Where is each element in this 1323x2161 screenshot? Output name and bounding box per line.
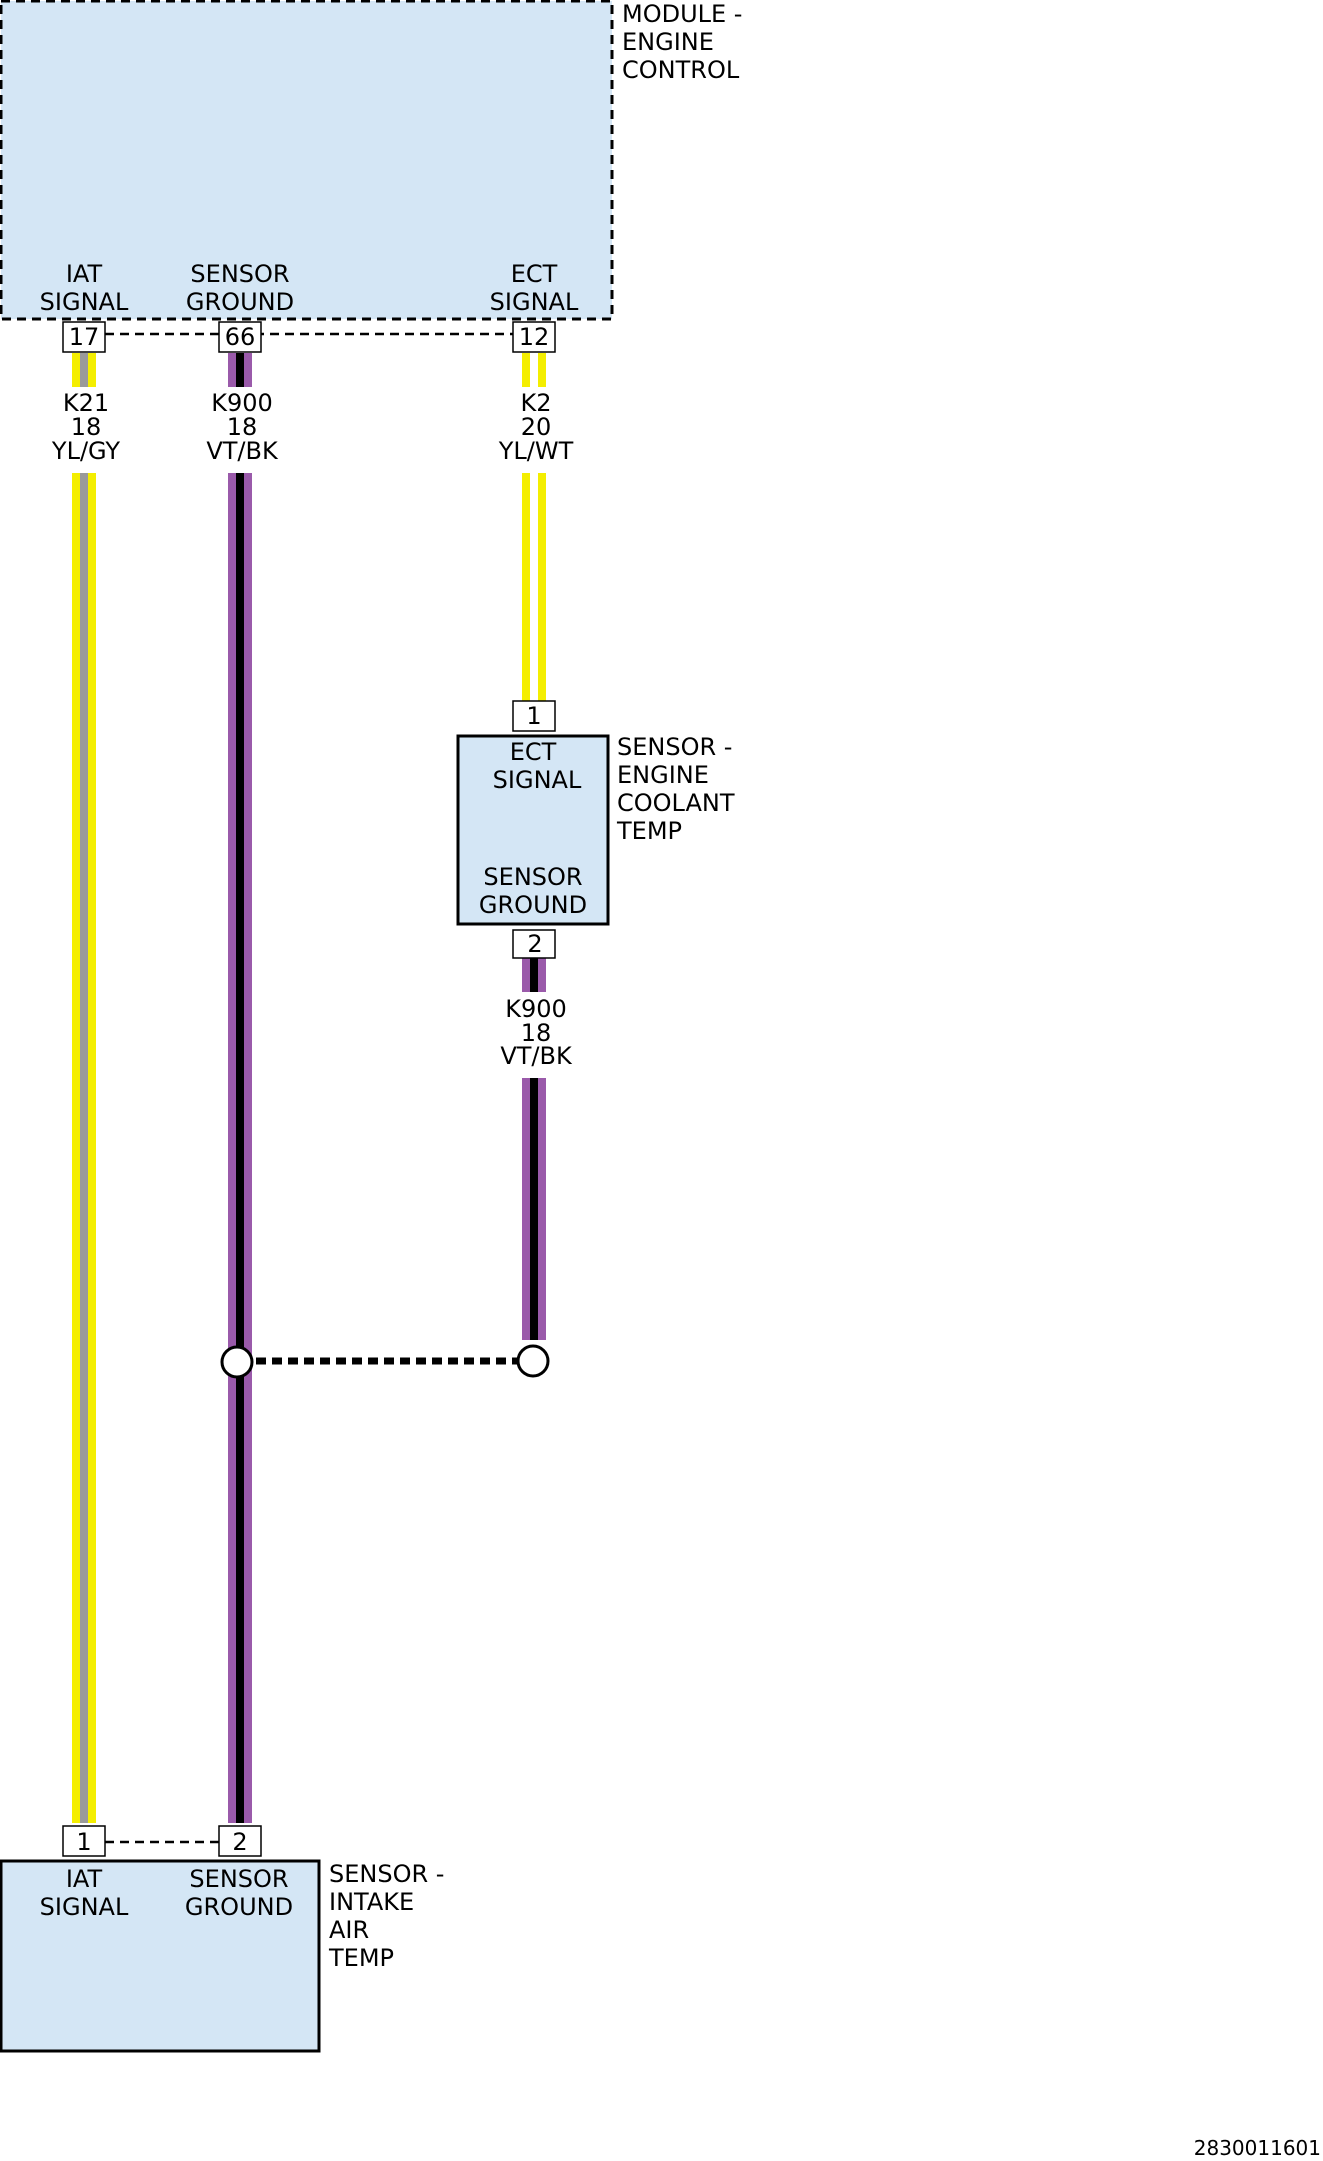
- wire-k2-color: YL/WT: [498, 437, 574, 465]
- wire-k21-circuit: K21: [63, 389, 109, 417]
- iat-sensor-pin-2-box: [218, 1825, 262, 1857]
- ecm-pin-12-number: 12: [519, 323, 550, 351]
- wire-k21-gauge: 18: [71, 413, 102, 441]
- engine-coolant-temp-sensor: 1 ECT SIGNAL SENSOR GROUND 2 SENSOR - EN…: [456, 700, 735, 959]
- wire-k900-vt-bk-main: K900 18 VT/BK: [206, 353, 279, 1823]
- ecm-pin-66-number: 66: [225, 323, 256, 351]
- ecm-pin-66-box: [218, 321, 262, 353]
- iat-sensor-title-line-4: TEMP: [328, 1944, 394, 1972]
- ecm-pin-17-box: [62, 321, 106, 353]
- wire-k900-main-gauge: 18: [227, 413, 258, 441]
- ecm-pin-12: 12: [512, 321, 556, 353]
- wire-k2-yl-wt: K2 20 YL/WT: [498, 353, 574, 701]
- iat-sensor-pin-1-label-line-1: IAT: [66, 1865, 103, 1893]
- wire-k21-color: YL/GY: [51, 437, 121, 465]
- ect-sensor-top-label-line-1: ECT: [510, 738, 557, 766]
- ecm-title-line-3: CONTROL: [622, 56, 740, 84]
- wire-k2-gauge: 20: [521, 413, 552, 441]
- wire-k21-lower-stripe: [80, 473, 88, 1823]
- ect-sensor-pin-2-number: 2: [527, 930, 542, 958]
- iat-sensor-pin-2: 2: [218, 1825, 262, 1857]
- ect-sensor-title-line-2: ENGINE: [617, 761, 709, 789]
- wire-k900-ect-color: VT/BK: [500, 1042, 573, 1070]
- wire-k21-yl-gy: K21 18 YL/GY: [51, 353, 121, 1823]
- ecm-title-line-1: MODULE -: [622, 0, 742, 28]
- iat-sensor-pin-1-box: [62, 1825, 106, 1857]
- ect-sensor-pin-1-number: 1: [526, 702, 541, 730]
- wire-k2-circuit: K2: [520, 389, 551, 417]
- wire-k900-ect-lower-stripe: [530, 1078, 538, 1340]
- ect-sensor-pin-2: 2: [512, 929, 556, 959]
- ect-sensor-pin-1-box: [512, 700, 556, 732]
- iat-sensor-body: [0, 1859, 321, 2053]
- ect-sensor-bottom-label-line-1: SENSOR: [483, 863, 582, 891]
- iat-sensor-pin-2-label-line-2: GROUND: [185, 1893, 293, 1921]
- ecm-title-line-2: ENGINE: [622, 28, 714, 56]
- ecm-pin-66: 66: [218, 321, 262, 353]
- ect-sensor-bottom-label-line-2: GROUND: [479, 891, 587, 919]
- wire-k2-lower-stripe: [530, 473, 538, 701]
- ecm-pin-12-label-line-1: ECT: [511, 260, 558, 288]
- iat-sensor-pin-1: 1: [62, 1825, 106, 1857]
- wire-k900-ect-upper-stripe: [530, 958, 538, 992]
- iat-sensor-title-line-2: INTAKE: [329, 1888, 414, 1916]
- ecm-pin-66-label-line-1: SENSOR: [190, 260, 289, 288]
- intake-air-temp-sensor: 1 2 IAT SIGNAL SENSOR GROUND SENSOR - IN…: [0, 1825, 444, 2053]
- iat-sensor-pin-1-number: 1: [76, 1828, 91, 1856]
- ecm-pin-17-number: 17: [69, 323, 100, 351]
- ecm-pin-17-label-line-1: IAT: [66, 260, 103, 288]
- ecm-pin-17: 17: [62, 321, 106, 353]
- ect-sensor-top-label-line-2: SIGNAL: [493, 766, 582, 794]
- wire-k900-ect-circuit: K900: [505, 995, 567, 1023]
- ground-splice-node-left: [220, 1345, 254, 1379]
- ecm-pin-66-label-line-2: GROUND: [186, 288, 294, 316]
- wire-k2-upper-stripe: [530, 353, 538, 387]
- iat-sensor-pin-1-label-line-2: SIGNAL: [40, 1893, 129, 1921]
- ect-sensor-title-line-1: SENSOR -: [617, 733, 732, 761]
- wire-k900-main-upper-stripe: [236, 353, 244, 387]
- ecm-pin-12-box: [512, 321, 556, 353]
- wire-k900-main-color: VT/BK: [206, 437, 279, 465]
- ecm-pin-12-label-line-2: SIGNAL: [490, 288, 579, 316]
- ect-sensor-body: [456, 734, 610, 926]
- wire-k21-upper-stripe: [80, 353, 88, 387]
- iat-sensor-pin-2-label-line-1: SENSOR: [189, 1865, 288, 1893]
- wire-k900-vt-bk-ect: K900 18 VT/BK: [500, 958, 573, 1340]
- ect-sensor-title-line-3: COOLANT: [617, 789, 735, 817]
- ground-splice: [220, 1344, 550, 1379]
- ground-splice-node-right: [516, 1344, 550, 1378]
- ect-sensor-title-line-4: TEMP: [616, 817, 682, 845]
- wire-k900-ect-gauge: 18: [521, 1019, 552, 1047]
- wire-k900-main-lower-stripe: [236, 473, 244, 1823]
- engine-control-module: MODULE - ENGINE CONTROL IAT SIGNAL SENSO…: [0, 0, 742, 353]
- ecm-body: [0, 0, 614, 321]
- iat-sensor-title-line-3: AIR: [329, 1916, 369, 1944]
- iat-sensor-pin-2-number: 2: [232, 1828, 247, 1856]
- ecm-pin-17-label-line-2: SIGNAL: [40, 288, 129, 316]
- ect-sensor-pin-1: 1: [512, 700, 556, 732]
- figure-number: 2830011601: [1194, 2136, 1321, 2160]
- ect-sensor-pin-2-box: [512, 929, 556, 959]
- iat-sensor-title-line-1: SENSOR -: [329, 1860, 444, 1888]
- wire-k900-main-circuit: K900: [211, 389, 273, 417]
